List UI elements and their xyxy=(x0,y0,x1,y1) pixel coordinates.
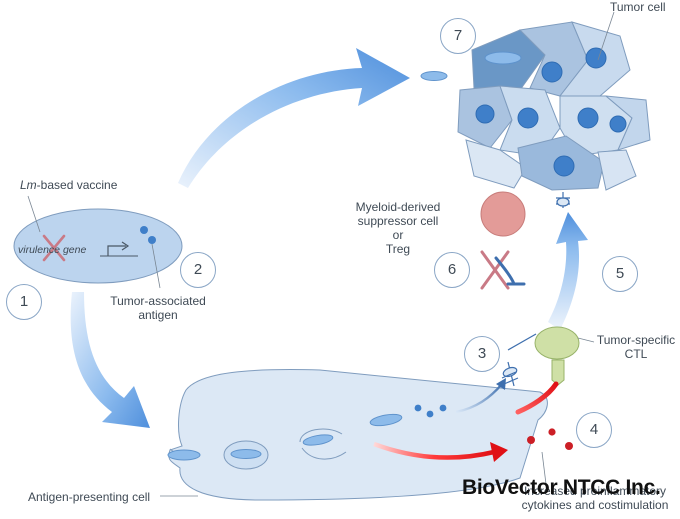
label-virulence-gene: virulence gene xyxy=(18,244,87,256)
tumor-specific-ctl xyxy=(534,326,580,360)
free-antigen xyxy=(167,449,201,461)
tumor-nucleus xyxy=(553,155,575,177)
label-taa-line1: Tumor-associated xyxy=(110,294,206,308)
arrow-vaccine-to-tumor xyxy=(178,48,410,188)
apc-mhc-receptor xyxy=(501,361,519,387)
label-cytokines-line1: Increased proinflammatory xyxy=(523,484,667,498)
arrow-red-cytokines xyxy=(373,441,495,460)
antigen-released xyxy=(302,434,334,446)
gene-deletion-cross xyxy=(42,234,66,262)
antigen-dot xyxy=(148,236,156,244)
peptide-dot xyxy=(439,404,447,412)
label-mdsc-line3: or xyxy=(392,228,404,242)
peptide-dot xyxy=(426,410,434,418)
label-vaccine-suffix: -based vaccine xyxy=(36,178,118,192)
step-7: 7 xyxy=(440,18,476,54)
cytokine-dot xyxy=(548,428,556,436)
label-tumor-cell: Tumor cell xyxy=(610,0,666,14)
label-tumor-associated-antigen: Tumor-associated antigen xyxy=(106,294,210,322)
tumor-nucleus xyxy=(577,107,599,129)
label-vaccine-italic: Lm xyxy=(20,178,37,192)
tumor-cell xyxy=(597,149,637,191)
tumor-nucleus xyxy=(585,47,607,69)
promoter-arrow xyxy=(107,245,126,256)
arrow-peptide-to-mhc xyxy=(455,383,503,414)
label-mdsc-line4: Treg xyxy=(385,242,411,256)
antigen-leader xyxy=(151,243,161,289)
step-2: 2 xyxy=(180,252,216,288)
tumor-cell-cluster xyxy=(457,21,651,191)
cytokine-leader xyxy=(541,451,547,485)
tumor-cell xyxy=(465,139,527,189)
cytokine-dot xyxy=(565,442,573,450)
label-cytokines-line2: cytokines and costimulation xyxy=(521,498,669,512)
tumor-nucleus xyxy=(475,104,495,124)
tumor-nucleus xyxy=(517,107,539,129)
tumor-cell-leader xyxy=(597,11,615,61)
ctl-leader xyxy=(577,337,595,343)
label-cytokines: Increased proinflammatory cytokines and … xyxy=(512,484,678,512)
peptide-dot xyxy=(414,404,422,412)
antigen-cytosol xyxy=(369,413,403,427)
label-mdsc-treg: Myeloid-derived suppressor cell or Treg xyxy=(345,200,451,256)
label-tumor-specific-ctl: Tumor-specific CTL xyxy=(594,333,678,361)
listeria-vaccine xyxy=(13,208,183,284)
arrow-red-costimulation xyxy=(515,381,559,415)
step-5: 5 xyxy=(602,256,638,292)
step-4: 4 xyxy=(576,412,612,448)
arrow-ctl-to-tumor xyxy=(548,212,588,330)
step-1: 1 xyxy=(6,284,42,320)
label-mdsc-line2: suppressor cell xyxy=(357,214,439,228)
phagosome-rupture xyxy=(299,428,347,460)
costim-link xyxy=(507,333,537,351)
tumor-mhc-receptor xyxy=(556,192,570,208)
label-antigen-presenting-cell: Antigen-presenting cell xyxy=(28,490,151,504)
inhibition-cross xyxy=(480,250,510,290)
tumor-nucleus xyxy=(541,61,563,83)
label-taa-line2: antigen xyxy=(138,308,178,322)
brand-watermark: BioVector NTCC Inc. xyxy=(462,476,661,499)
tumor-nucleus xyxy=(609,115,627,133)
arrow-vaccine-to-apc xyxy=(70,292,150,428)
step-6: 6 xyxy=(434,252,470,288)
label-ctl-line2: CTL xyxy=(624,347,648,361)
step-3: 3 xyxy=(464,336,500,372)
free-antigen xyxy=(420,71,448,81)
label-mdsc-line1: Myeloid-derived xyxy=(355,200,441,214)
mdsc-treg-cell xyxy=(480,191,526,237)
tumor-nucleus xyxy=(484,51,522,65)
label-vaccine: Lm-based vaccine xyxy=(20,178,117,192)
inhibition-t-bar xyxy=(494,256,526,286)
label-ctl-line1: Tumor-specific xyxy=(596,333,676,347)
antigen-in-phagosome xyxy=(230,449,262,459)
tumor-cell xyxy=(604,95,651,151)
antigen-dot xyxy=(140,226,148,234)
vaccine-leader xyxy=(27,195,41,233)
cytokine-dot xyxy=(527,436,535,444)
tcr-receptor xyxy=(551,359,565,386)
